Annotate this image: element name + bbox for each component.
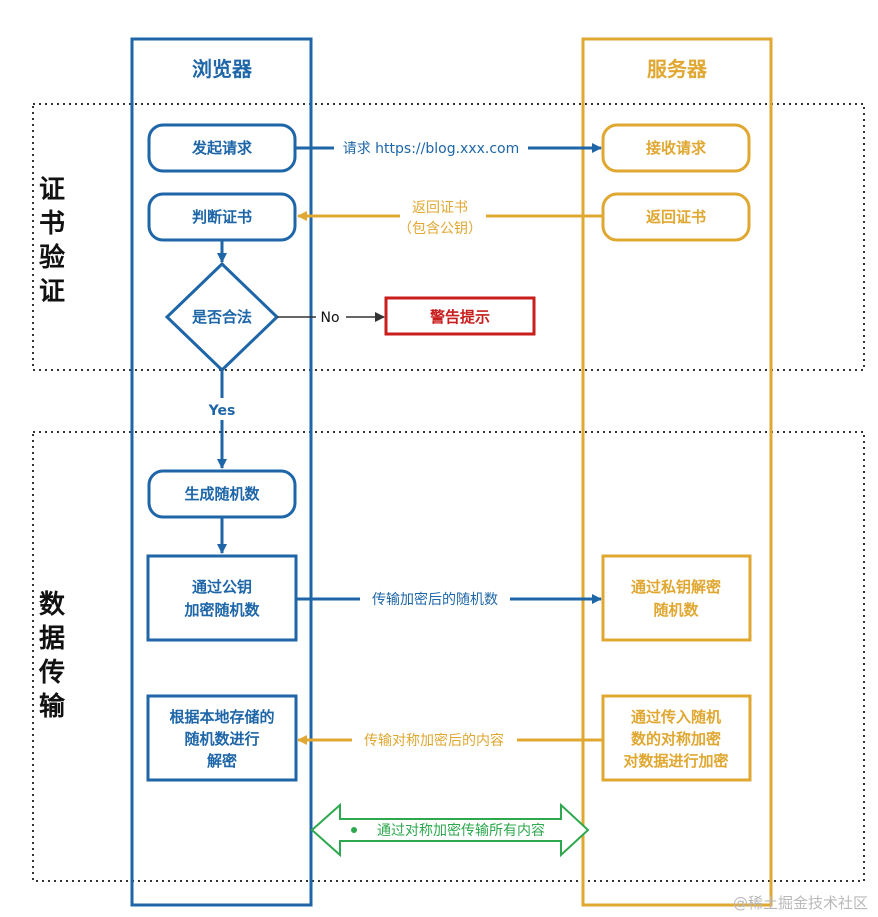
browser-lane-title: 浏览器 xyxy=(192,57,253,81)
bullet-dot-icon xyxy=(351,827,357,833)
node-sym-encrypt: 通过传入随机 数的对称加密 对数据进行加密 xyxy=(601,694,752,782)
edge-return-cert: 返回证书 （包含公钥） xyxy=(297,200,603,237)
svg-text:据: 据 xyxy=(39,624,65,654)
svg-text:传输加密后的随机数: 传输加密后的随机数 xyxy=(372,591,498,608)
node-send-request: 发起请求 xyxy=(147,123,297,173)
svg-text:（包含公钥）: （包含公钥） xyxy=(398,221,482,237)
cert-verify-label: 证 书 验 证 xyxy=(39,175,65,307)
cert-verify-section xyxy=(32,103,865,371)
svg-text:数的对称加密: 数的对称加密 xyxy=(631,730,721,748)
svg-text:No: No xyxy=(320,310,339,326)
svg-text:警告提示: 警告提示 xyxy=(429,308,490,326)
node-return-cert: 返回证书 xyxy=(601,192,751,242)
svg-text:输: 输 xyxy=(39,691,66,722)
server-lane xyxy=(581,37,773,907)
svg-text:数: 数 xyxy=(39,590,66,620)
data-transfer-section xyxy=(32,431,865,882)
node-decrypt-privkey: 通过私钥解密 随机数 xyxy=(601,554,752,642)
server-lane-title: 服务器 xyxy=(647,57,708,81)
browser-lane xyxy=(130,37,313,907)
node-recv-request: 接收请求 xyxy=(601,123,751,173)
svg-text:Yes: Yes xyxy=(208,403,236,419)
data-transfer-label: 数 据 传 输 xyxy=(38,590,66,722)
edge-all-content: 通过对称加密传输所有内容 xyxy=(310,802,590,858)
edge-request: 请求 https://blog.xxx.com xyxy=(295,141,602,157)
svg-text:传输对称加密后的内容: 传输对称加密后的内容 xyxy=(364,732,504,749)
edge-yes: Yes xyxy=(208,370,236,469)
node-judge-cert: 判断证书 xyxy=(147,192,297,242)
svg-text:是否合法: 是否合法 xyxy=(191,308,252,326)
svg-text:加密随机数: 加密随机数 xyxy=(183,601,260,619)
node-encrypt-pubkey: 通过公钥 加密随机数 xyxy=(146,554,298,642)
svg-text:通过私钥解密: 通过私钥解密 xyxy=(631,578,721,596)
node-gen-random: 生成随机数 xyxy=(147,469,297,519)
node-is-legal-decision: 是否合法 xyxy=(164,261,280,373)
watermark: @稀土掘金技术社区 xyxy=(732,894,868,912)
svg-text:通过公钥: 通过公钥 xyxy=(192,578,252,596)
edge-transfer-content: 传输对称加密后的内容 xyxy=(297,732,603,749)
svg-text:返回证书: 返回证书 xyxy=(412,200,468,216)
svg-text:请求 https://blog.xxx.com: 请求 https://blog.xxx.com xyxy=(343,141,520,157)
svg-text:传: 传 xyxy=(38,658,65,688)
svg-text:返回证书: 返回证书 xyxy=(646,208,706,226)
svg-text:生成随机数: 生成随机数 xyxy=(184,485,260,503)
svg-text:接收请求: 接收请求 xyxy=(646,139,707,157)
svg-text:解密: 解密 xyxy=(207,752,237,770)
svg-text:通过传入随机: 通过传入随机 xyxy=(631,708,721,726)
node-warning: 警告提示 xyxy=(384,296,536,336)
edge-transfer-random: 传输加密后的随机数 xyxy=(296,591,602,608)
svg-text:随机数进行: 随机数进行 xyxy=(184,730,259,748)
node-decrypt-local: 根据本地存储的 随机数进行 解密 xyxy=(146,694,298,782)
svg-text:发起请求: 发起请求 xyxy=(191,139,253,157)
svg-text:证: 证 xyxy=(39,175,65,205)
svg-text:验: 验 xyxy=(39,242,65,273)
svg-text:证: 证 xyxy=(39,277,65,307)
svg-text:书: 书 xyxy=(39,209,65,239)
svg-text:对数据进行加密: 对数据进行加密 xyxy=(623,752,728,770)
svg-text:通过对称加密传输所有内容: 通过对称加密传输所有内容 xyxy=(377,822,545,839)
svg-text:根据本地存储的: 根据本地存储的 xyxy=(169,708,274,726)
svg-text:随机数: 随机数 xyxy=(653,601,699,619)
svg-text:判断证书: 判断证书 xyxy=(192,208,252,226)
edge-no: No xyxy=(277,310,385,326)
